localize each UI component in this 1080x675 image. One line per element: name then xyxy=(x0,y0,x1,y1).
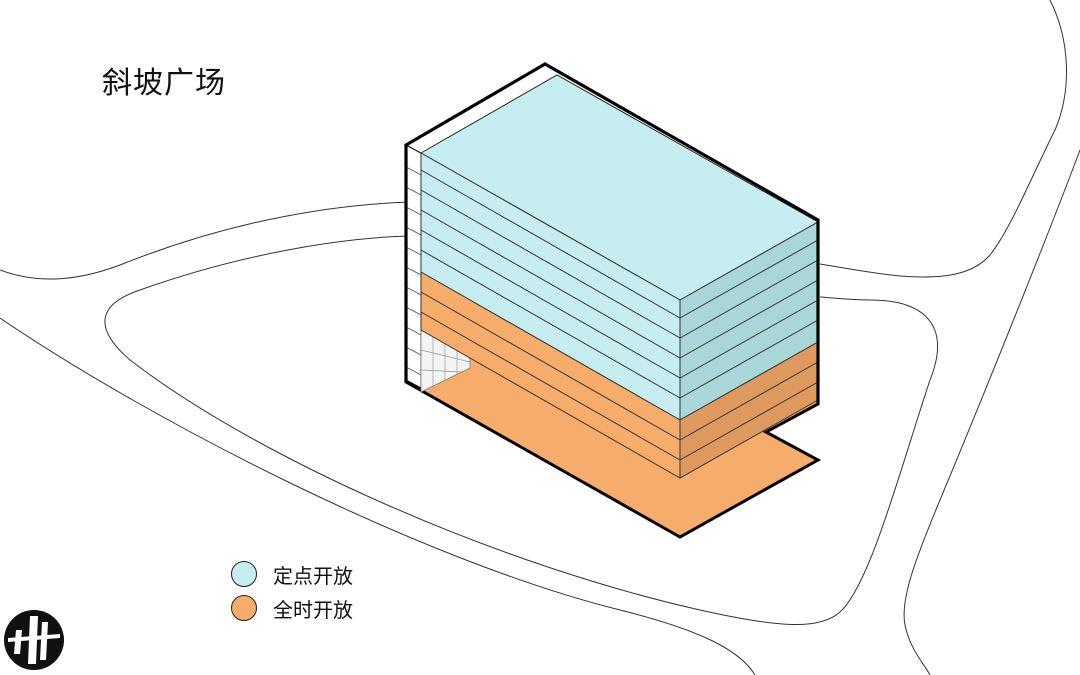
road-line-left-lower xyxy=(0,317,756,675)
building-left-face xyxy=(405,144,422,389)
road-line-right-edge xyxy=(903,149,1080,675)
legend-label-scheduled: 定点开放 xyxy=(273,563,353,588)
diagram-title: 斜坡广场 xyxy=(102,66,226,101)
front-floor-lines xyxy=(420,169,681,461)
legend-label-allday: 全时开放 xyxy=(273,597,353,622)
legend-swatch-allday xyxy=(231,595,257,621)
undercroft-grid xyxy=(420,329,471,393)
legend-item-allday: 全时开放 xyxy=(231,593,353,623)
legend: 定点开放 全时开放 xyxy=(231,559,353,627)
legend-swatch-scheduled xyxy=(231,561,257,587)
right-floor-lines xyxy=(679,239,819,461)
legend-item-scheduled: 定点开放 xyxy=(231,559,353,589)
building-outline xyxy=(404,62,820,404)
road-line-right-curve xyxy=(819,0,1067,278)
studio-logo xyxy=(4,610,64,670)
road-line-outer-loop xyxy=(0,201,411,280)
left-face-grid xyxy=(405,166,422,376)
road-line-inner-loop xyxy=(104,235,938,626)
